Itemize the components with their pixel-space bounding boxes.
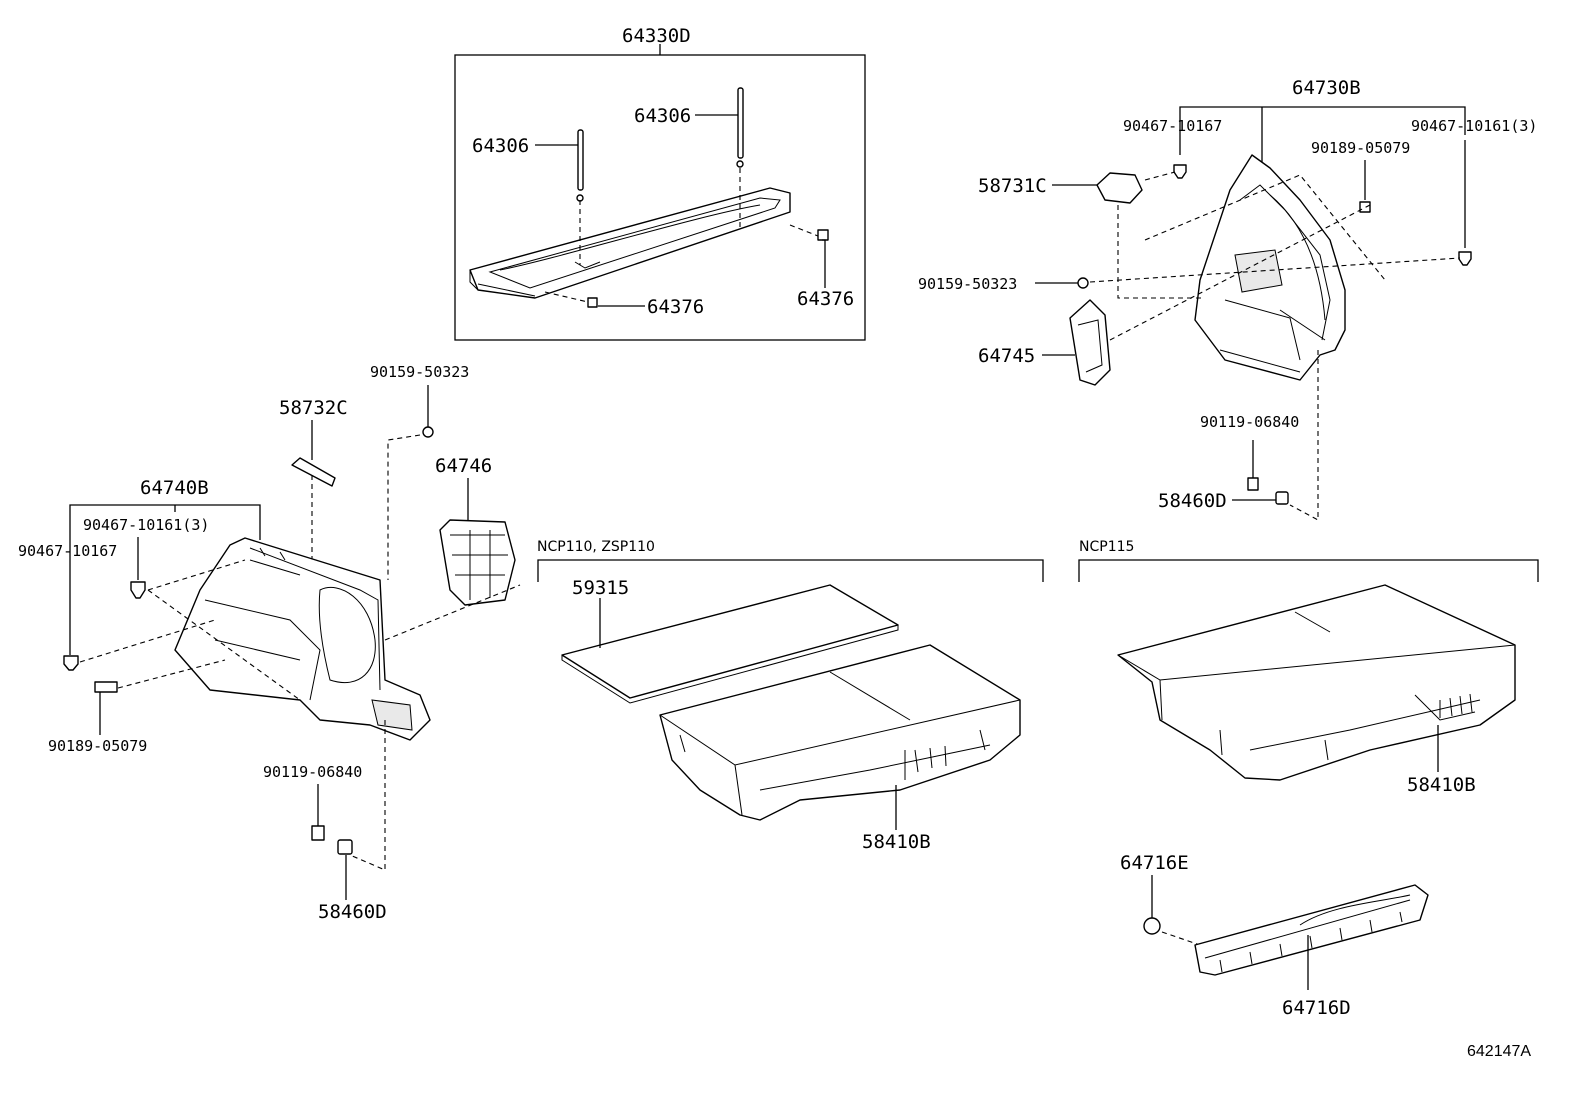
- left-quarter-trim-panel: [174, 537, 431, 741]
- label-90159-50323-left[interactable]: 90159-50323: [370, 363, 469, 381]
- shelf-clip-left-part: [544, 291, 598, 308]
- label-64745[interactable]: 64745: [978, 345, 1035, 367]
- label-90189-05079-left[interactable]: 90189-05079: [48, 737, 147, 755]
- label-58460d-left[interactable]: 58460D: [318, 901, 387, 923]
- left-trim-group: 90159-50323 58732C 64746 64740B 90467-10…: [18, 363, 521, 923]
- label-90467-10167-left[interactable]: 90467-10167: [18, 542, 117, 560]
- label-90119-06840-right[interactable]: 90119-06840: [1200, 413, 1299, 431]
- screw-90189-right-part: [1359, 201, 1371, 213]
- bolt-90119-left-part: [311, 825, 325, 841]
- label-90119-06840-left[interactable]: 90119-06840: [263, 763, 362, 781]
- shelf-clip-right-part: [789, 224, 829, 241]
- screw-90189-left-part: [94, 681, 118, 693]
- clip-90467-10167-right-part: [1173, 164, 1187, 179]
- label-58410b-left[interactable]: 58410B: [862, 831, 931, 853]
- label-58731c[interactable]: 58731C: [978, 175, 1047, 197]
- label-90467-10161-left[interactable]: 90467-10161(3): [83, 516, 209, 534]
- variant-label-right[interactable]: NCP115: [1079, 539, 1134, 555]
- clip-90467-10161-left-part: [130, 581, 146, 599]
- package-tray-group: 64330D: [454, 25, 866, 341]
- label-64740b[interactable]: 64740B: [140, 477, 209, 499]
- label-64330d[interactable]: 64330D: [622, 25, 691, 47]
- deck-box-58410b-left-part: [659, 644, 1021, 821]
- right-quarter-trim-panel: [1194, 154, 1346, 381]
- nut-58460-right-part: [1232, 491, 1289, 505]
- panel-64745-part: [1042, 299, 1111, 386]
- label-64716d[interactable]: 64716D: [1282, 997, 1351, 1019]
- label-58732c[interactable]: 58732C: [279, 397, 348, 419]
- diagram-reference-number: 642147A: [1467, 1043, 1531, 1060]
- right-trim-group: 64730B 90467-10167 90467-10161(3) 90189-…: [918, 77, 1537, 521]
- bolt-90119-right-part: [1247, 440, 1259, 491]
- panel-64746-part: [439, 519, 516, 606]
- shelf-rod-left-part: [576, 129, 584, 265]
- label-90467-10161-right[interactable]: 90467-10161(3): [1411, 117, 1537, 135]
- package-tray-board: [469, 187, 791, 299]
- label-64746[interactable]: 64746: [435, 455, 492, 477]
- label-58410b-right[interactable]: 58410B: [1407, 774, 1476, 796]
- screw-90159-left-part: [422, 426, 434, 438]
- label-64716e[interactable]: 64716E: [1120, 852, 1189, 874]
- cover-58732c-part: [291, 457, 336, 487]
- plate-64716d-part: [1194, 884, 1429, 976]
- nut-58460-left-part: [337, 839, 353, 855]
- screw-90159-right-part: [1035, 277, 1089, 289]
- label-64306-left[interactable]: 64306: [472, 135, 529, 157]
- label-90467-10167-right[interactable]: 90467-10167: [1123, 117, 1222, 135]
- label-58460d-right[interactable]: 58460D: [1158, 490, 1227, 512]
- shelf-rod-right-part: [736, 87, 744, 228]
- label-64306-right[interactable]: 64306: [634, 105, 691, 127]
- luggage-ncp115-group: NCP115 58410B 64716E 64716D: [1078, 539, 1539, 1019]
- label-59315[interactable]: 59315: [572, 577, 629, 599]
- clip-90467-10167-left-part: [63, 655, 79, 671]
- luggage-ncp110-group: NCP110, ZSP110 59315 58410B: [537, 539, 1044, 853]
- label-90159-50323-right[interactable]: 90159-50323: [918, 275, 1017, 293]
- label-64376-left[interactable]: 64376: [647, 296, 704, 318]
- clip-64716e-part: [1143, 917, 1161, 935]
- label-64376-right[interactable]: 64376: [797, 288, 854, 310]
- deck-box-58410b-right-part: [1117, 584, 1516, 781]
- cover-58731c-part: [1052, 172, 1143, 204]
- mat-59315-part: [561, 584, 899, 704]
- clip-90467-10161-right-part: [1458, 251, 1472, 266]
- label-64730b[interactable]: 64730B: [1292, 77, 1361, 99]
- label-90189-05079-right[interactable]: 90189-05079: [1311, 139, 1410, 157]
- variant-label-left[interactable]: NCP110, ZSP110: [537, 539, 655, 555]
